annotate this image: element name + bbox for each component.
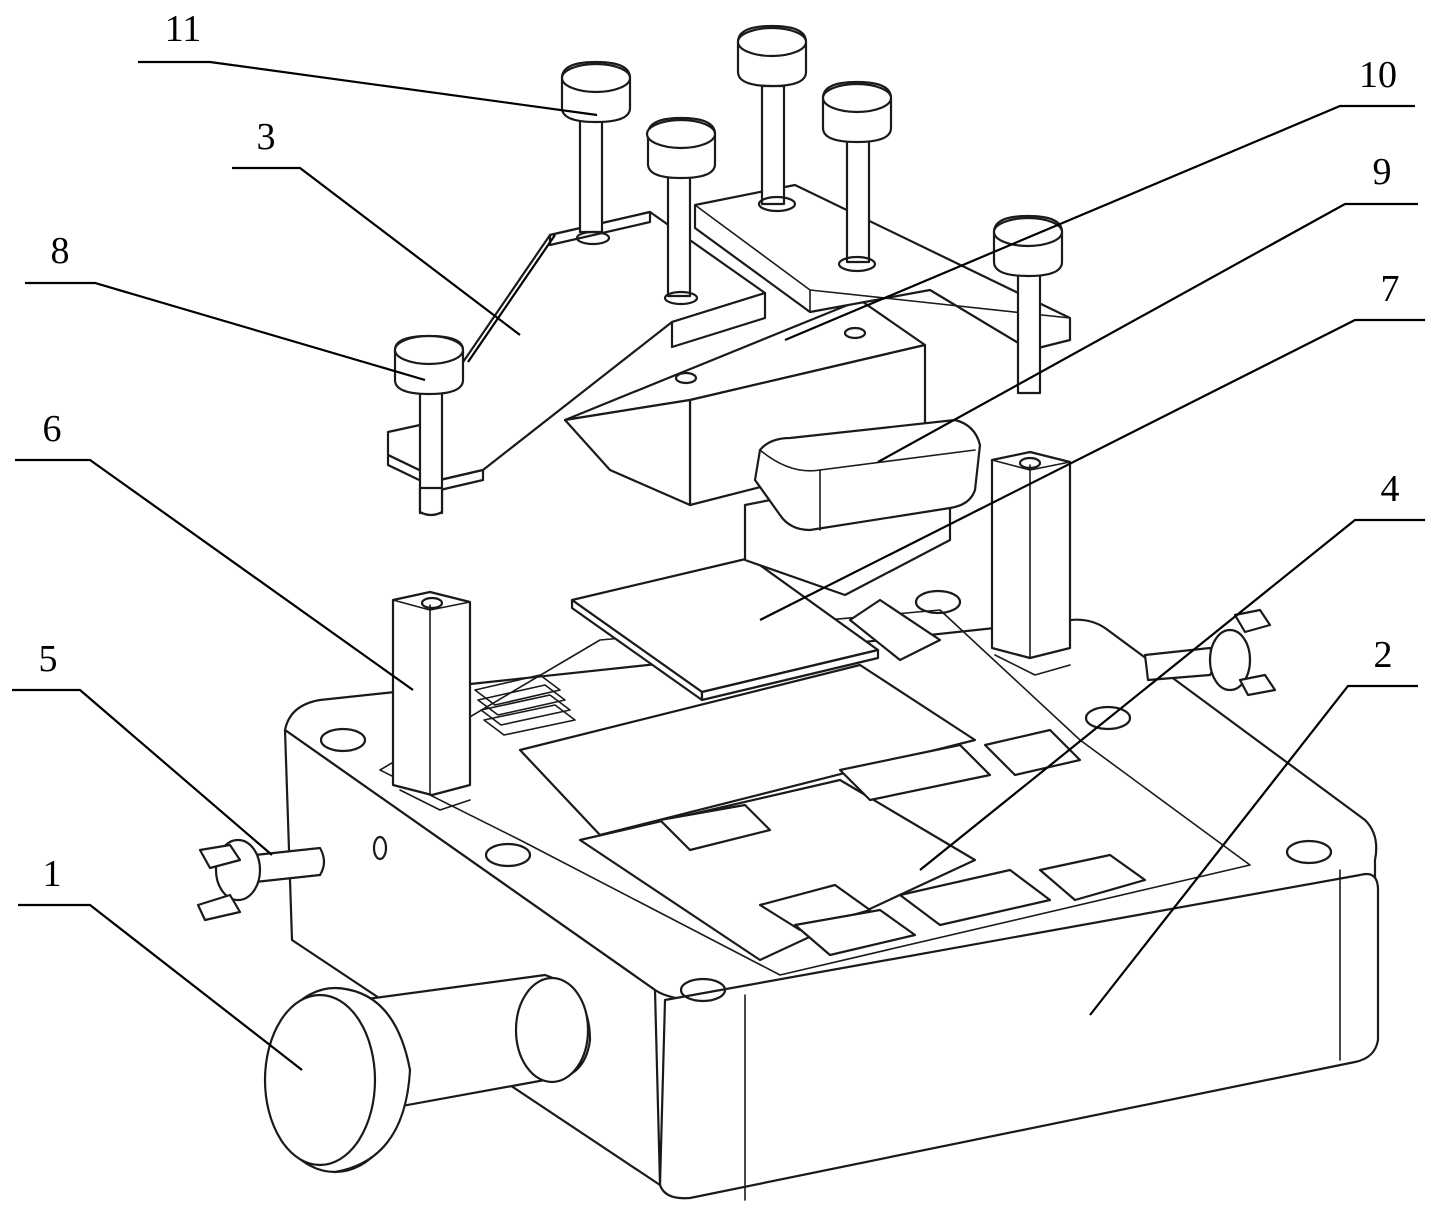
callout-5: 5	[38, 638, 58, 680]
screw-c	[736, 24, 808, 213]
wing-screw-right	[1143, 608, 1277, 697]
leader-3	[232, 166, 521, 336]
callout-4: 4	[1380, 468, 1400, 510]
leader-lines	[12, 60, 1425, 1071]
callout-6: 6	[42, 408, 62, 450]
screw-a	[560, 60, 632, 246]
chip-substrate	[570, 556, 880, 702]
leader-7	[759, 318, 1425, 621]
contact-terminals	[474, 674, 576, 736]
callout-8: 8	[50, 230, 70, 272]
callout-3: 3	[256, 116, 276, 158]
leader-9	[877, 202, 1418, 463]
leader-3b	[467, 234, 556, 363]
guide-post-left	[391, 590, 472, 811]
callout-9: 9	[1372, 151, 1392, 193]
leader-8	[25, 281, 426, 382]
screw-f	[393, 334, 465, 517]
callout-2: 2	[1373, 634, 1393, 676]
screw-e	[992, 214, 1064, 395]
callout-1: 1	[42, 853, 62, 895]
callout-10: 10	[1359, 54, 1397, 96]
leader-4	[919, 518, 1425, 871]
callout-11: 11	[164, 8, 202, 50]
wing-screw-left	[196, 838, 326, 922]
press-head	[753, 418, 982, 532]
screw-d	[821, 80, 893, 273]
leader-6	[15, 458, 414, 691]
screw-b	[645, 116, 717, 306]
adjusting-knob	[263, 973, 592, 1174]
callout-7: 7	[1380, 268, 1400, 310]
leader-10	[784, 104, 1415, 342]
leader-5	[12, 688, 273, 856]
leader-1	[18, 903, 303, 1071]
guide-post-right	[990, 450, 1072, 676]
leader-11	[138, 60, 598, 117]
leader-2	[1089, 684, 1418, 1016]
